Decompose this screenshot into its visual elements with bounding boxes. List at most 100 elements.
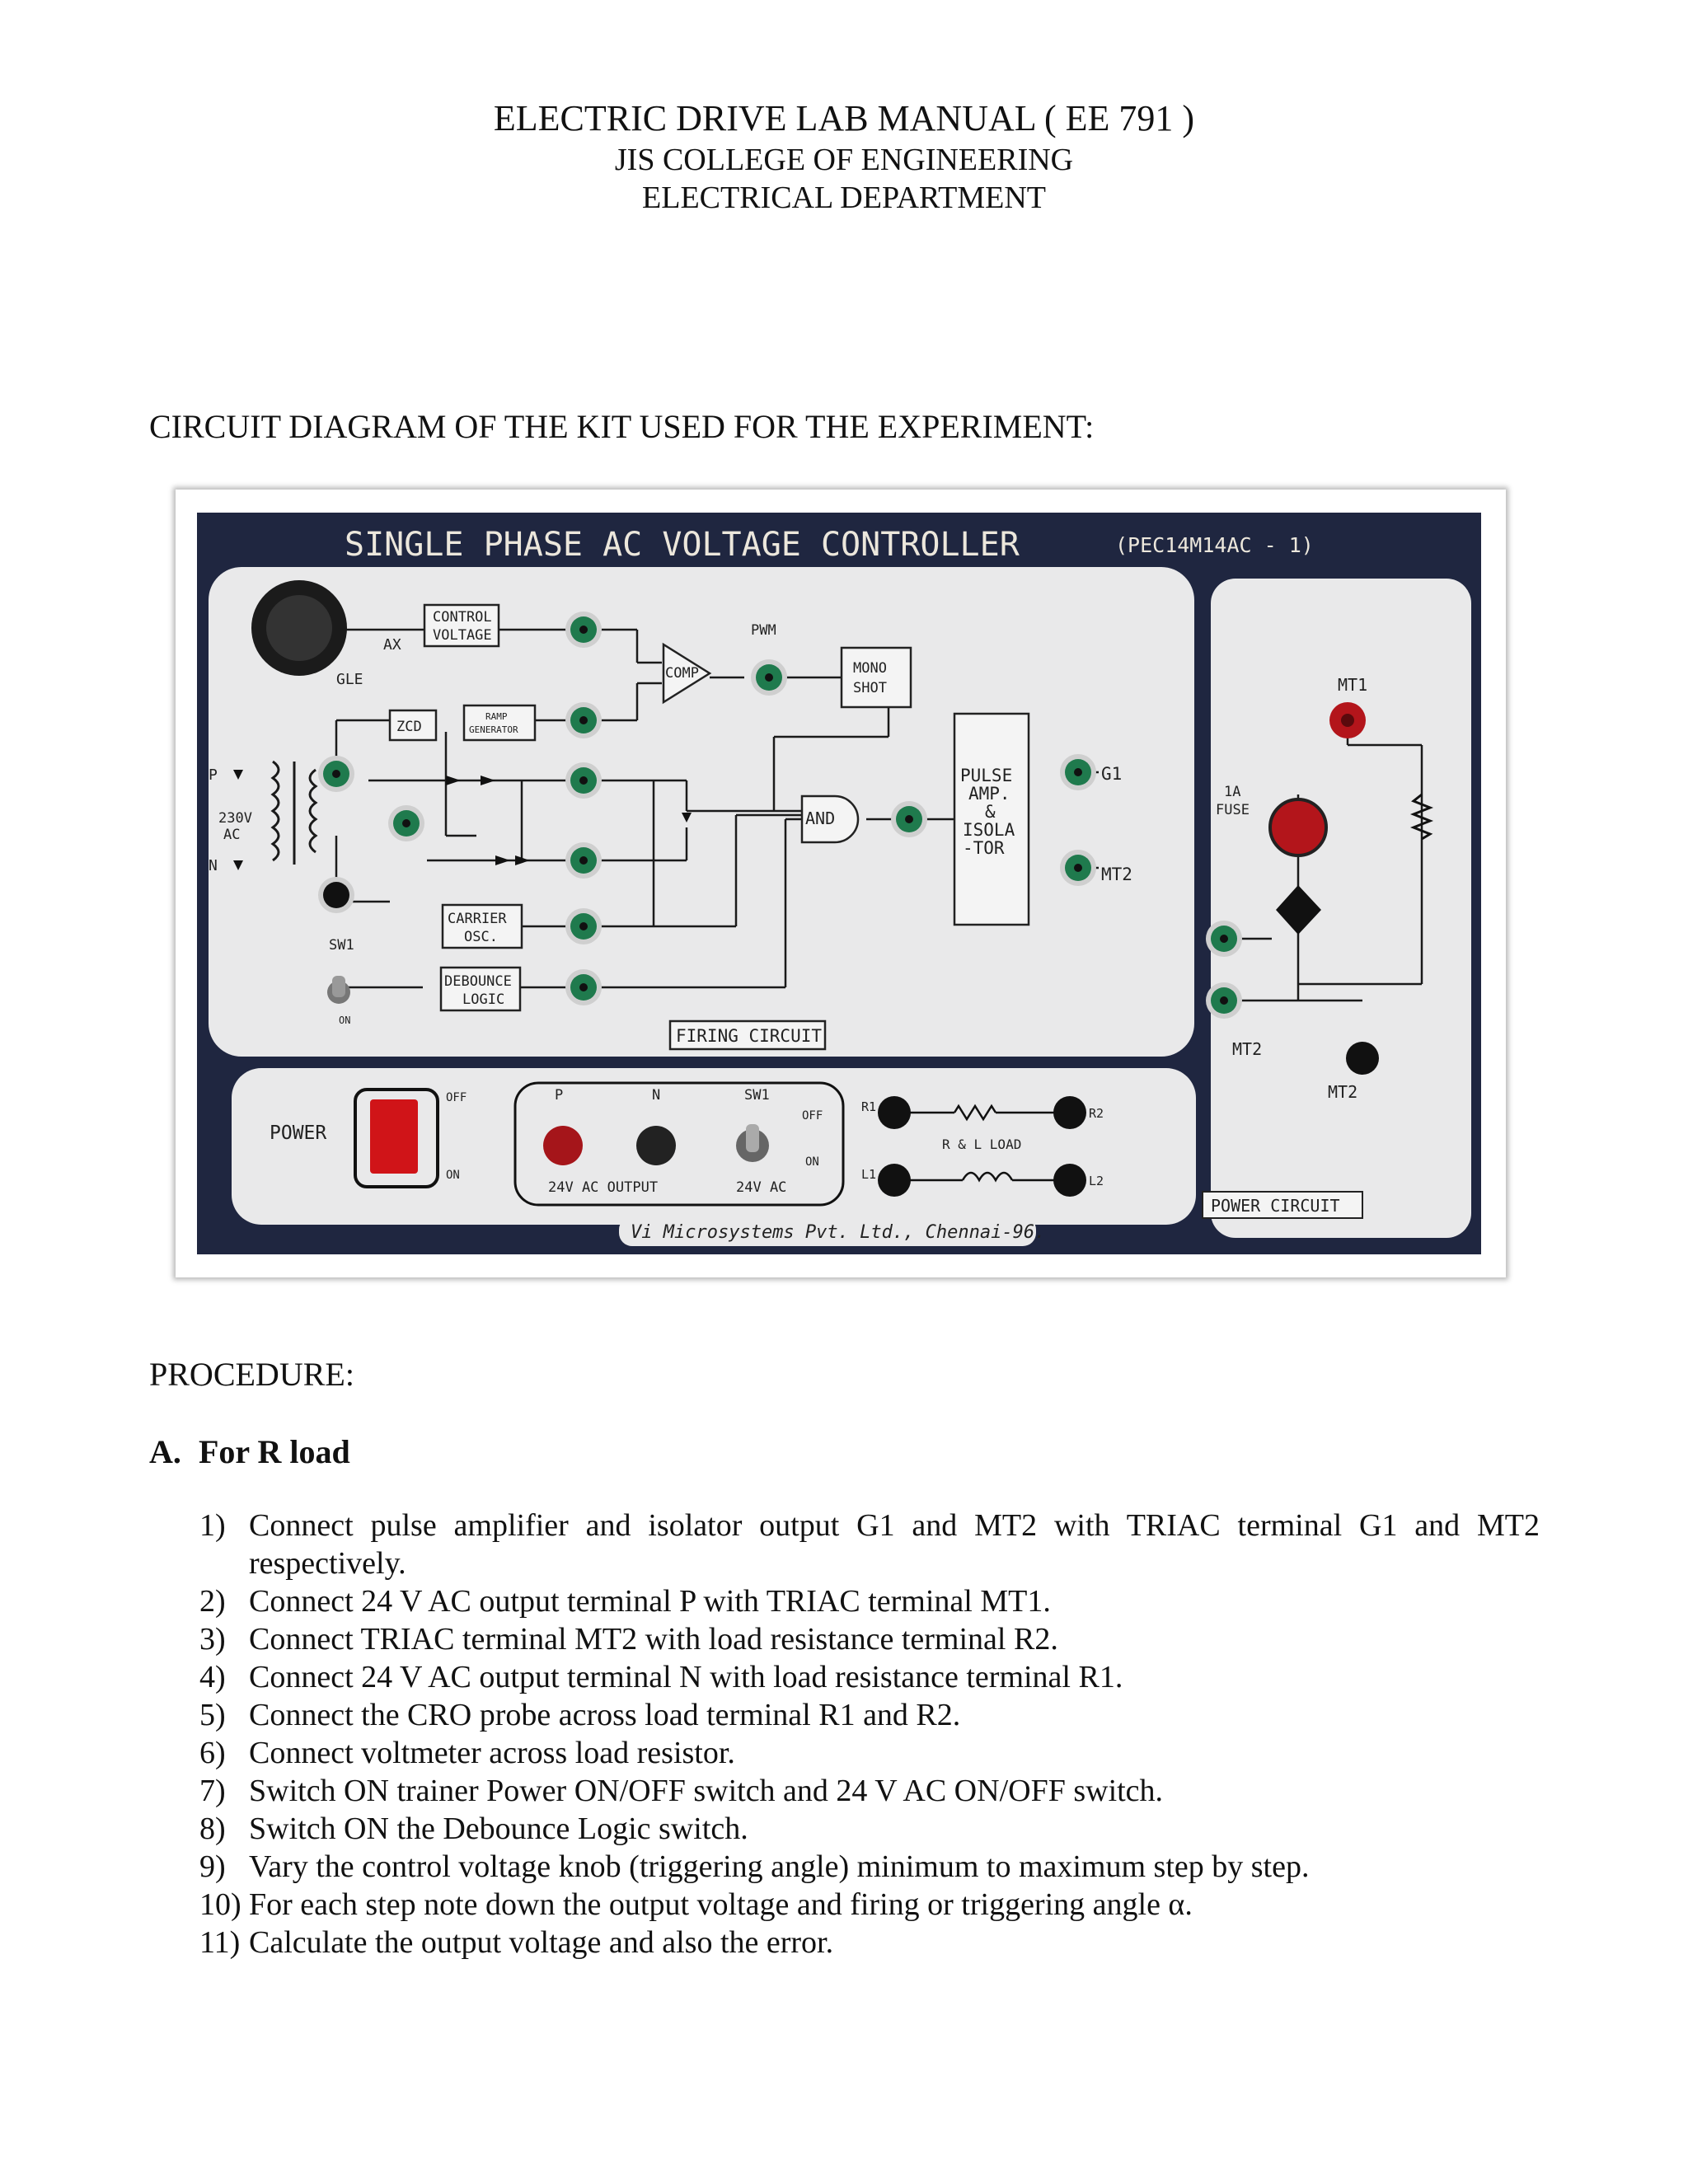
step-item: 11)Calculate the output voltage and also… (199, 1924, 1540, 1961)
snubber-resistor (1409, 793, 1434, 841)
label-ramp: RAMP (485, 711, 508, 722)
label-output-n: N (652, 1087, 660, 1104)
label-pulse: PULSE (960, 766, 1012, 785)
rl-load-symbols (905, 1104, 1059, 1183)
test-sockets[interactable] (318, 612, 1096, 1005)
step-text: Calculate the output voltage and also th… (249, 1925, 834, 1960)
power-switch-housing (354, 1088, 439, 1188)
label-zcd: ZCD (396, 719, 422, 735)
label-r1: R1 (861, 1099, 876, 1114)
label-generator: GENERATOR (469, 724, 518, 735)
label-sw1: SW1 (329, 937, 354, 954)
section-title: For R load (199, 1433, 350, 1470)
label-maker: Vi Microsystems Pvt. Ltd., Chennai-96. (631, 1222, 1045, 1243)
step-text: Connect voltmeter across load resistor. (249, 1736, 735, 1770)
step-text: Connect pulse amplifier and isolator out… (249, 1508, 1540, 1581)
transformer (270, 760, 318, 865)
label-tor: -TOR (963, 838, 1005, 858)
step-item: 2) Connect 24 V AC output terminal P with… (199, 1582, 1540, 1620)
step-number: 10) (199, 1887, 241, 1922)
load-sockets[interactable] (878, 1096, 1086, 1197)
diodes (233, 770, 692, 870)
step-item: 6) Connect voltmeter across load resistor… (199, 1734, 1540, 1772)
step-text: Vary the control voltage knob (triggerin… (249, 1849, 1310, 1884)
manual-title: ELECTRIC DRIVE LAB MANUAL ( EE 791 ) (493, 98, 1195, 138)
label-r2: R2 (1089, 1106, 1104, 1121)
power-sockets[interactable] (1206, 702, 1379, 1075)
label-triac-mt2: MT2 (1232, 1039, 1262, 1059)
step-number: 1) (199, 1508, 226, 1543)
step-number: 4) (199, 1660, 226, 1694)
step-item: 9) Vary the control voltage knob (trigger… (199, 1848, 1540, 1886)
label-firing-circuit: FIRING CIRCUIT (676, 1026, 822, 1046)
step-number: 6) (199, 1736, 226, 1770)
step-item: 1) Connect pulse amplifier and isolator o… (199, 1507, 1540, 1582)
step-number: 5) (199, 1698, 226, 1732)
label-carrier: CARRIER (448, 911, 507, 927)
triac-symbol-b (1298, 885, 1321, 935)
output-n-socket[interactable] (636, 1126, 676, 1165)
firing-blocks (388, 603, 1030, 1051)
step-number: 8) (199, 1811, 226, 1846)
output-p-socket[interactable] (543, 1126, 583, 1165)
kit-photo: SINGLE PHASE AC VOLTAGE CONTROLLER (PEC1… (176, 490, 1506, 1277)
knob-max-label: AX (383, 636, 401, 654)
step-text: Switch ON trainer Power ON/OFF switch an… (249, 1774, 1164, 1808)
step-text: Connect 24 V AC output terminal P with T… (249, 1584, 1051, 1619)
department-name: ELECTRICAL DEPARTMENT (642, 180, 1046, 215)
label-p: P (209, 766, 218, 784)
firing-labels: CONTROL VOLTAGE ZCD RAMP GENERATOR COMP … (329, 609, 1132, 1046)
kit-title: SINGLE PHASE AC VOLTAGE CONTROLLER (345, 526, 1020, 564)
step-text: Connect the CRO probe across load termin… (249, 1698, 961, 1732)
label-and: AND (805, 808, 835, 828)
label-sw-on: ON (805, 1155, 819, 1169)
label-isola: ISOLA (963, 820, 1015, 840)
label-mt2-terminal: MT2 (1328, 1082, 1357, 1102)
label-shot: SHOT (853, 680, 887, 696)
label-ampersand: & (985, 802, 996, 822)
label-mono: MONO (853, 660, 887, 677)
label-n: N (209, 857, 218, 874)
step-number: 11) (199, 1925, 241, 1960)
label-power: POWER (270, 1122, 326, 1144)
step-text: Switch ON the Debounce Logic switch. (249, 1811, 748, 1846)
power-switch[interactable] (370, 1099, 418, 1174)
label-power-circuit: POWER CIRCUIT (1211, 1196, 1340, 1216)
label-l2: L2 (1089, 1174, 1104, 1188)
sw1-toggle-switch[interactable] (327, 976, 350, 1004)
output-sw1-toggle[interactable] (736, 1124, 769, 1162)
step-item: 7)Switch ON trainer Power ON/OFF switch … (199, 1772, 1540, 1810)
label-comp: COMP (665, 665, 699, 682)
maker-plate (619, 1216, 1036, 1246)
label-power-on: ON (446, 1169, 460, 1182)
label-230v: 230V (218, 810, 252, 827)
label-mt1: MT1 (1338, 675, 1367, 695)
step-text: Connect TRIAC terminal MT2 with load res… (249, 1622, 1058, 1657)
bottom-board (232, 1068, 1196, 1225)
label-voltage: VOLTAGE (433, 627, 492, 644)
college-name: JIS COLLEGE OF ENGINEERING (614, 143, 1074, 177)
label-24v-ac: 24V AC (736, 1179, 786, 1196)
step-number: 2) (199, 1584, 226, 1619)
label-sw1-on: ON (339, 1015, 350, 1026)
label-output-sw1: SW1 (744, 1087, 770, 1104)
label-debounce: DEBOUNCE (444, 973, 512, 990)
triac-symbol (1276, 885, 1298, 935)
procedure-steps: 1) Connect pulse amplifier and isolator o… (199, 1507, 1540, 1961)
comparator-symbol (662, 642, 712, 705)
step-number: 3) (199, 1622, 226, 1657)
step-item: 5) Connect the CRO probe across load term… (199, 1696, 1540, 1734)
ac-output-group (513, 1081, 845, 1207)
step-text: For each step note down the output volta… (249, 1887, 1193, 1922)
step-number: 9) (199, 1849, 226, 1884)
label-output-p: P (555, 1087, 563, 1104)
kit-panel-drawing: SINGLE PHASE AC VOLTAGE CONTROLLER (PEC1… (197, 513, 1481, 1254)
label-1a: 1A (1224, 784, 1240, 800)
power-board (1211, 579, 1471, 1238)
label-pwm: PWM (751, 622, 776, 639)
circuit-diagram-heading: CIRCUIT DIAGRAM OF THE KIT USED FOR THE … (149, 408, 1095, 445)
step-item: 8) Switch ON the Debounce Logic switch. (199, 1810, 1540, 1848)
label-logic: LOGIC (462, 991, 504, 1008)
step-text: Connect 24 V AC output terminal N with l… (249, 1660, 1123, 1694)
label-amp: AMP. (968, 784, 1010, 804)
